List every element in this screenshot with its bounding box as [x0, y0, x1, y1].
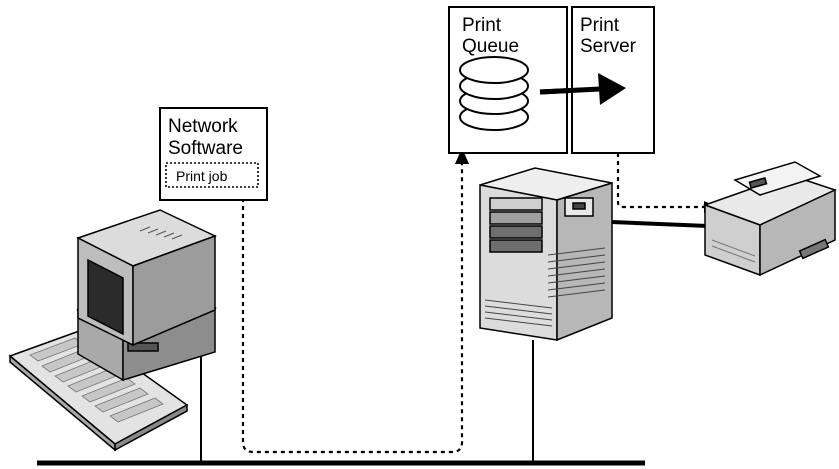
- print-server-line2: Server: [580, 36, 637, 57]
- network-software-line2: Software: [168, 138, 243, 159]
- print-queue-box: Print Queue: [448, 6, 626, 154]
- print-queue-line1: Print: [462, 15, 502, 36]
- server-printer-line: [611, 220, 709, 228]
- database-stack-icon: [459, 56, 529, 131]
- server-icon: [479, 167, 613, 342]
- printer-icon: [702, 161, 838, 277]
- server-to-printer-path: [616, 153, 708, 209]
- queue-to-server-arrow: [539, 73, 626, 105]
- print-server-line1: Print: [580, 15, 620, 36]
- network-software-line1: Network: [168, 116, 238, 137]
- print-server-box: Print Server: [571, 6, 655, 154]
- print-job-path: [241, 160, 464, 454]
- computer-icon: [8, 209, 217, 452]
- print-job-arrowhead: [455, 148, 469, 164]
- network-software-box: Network Software Print job: [159, 107, 268, 201]
- print-queue-line2: Queue: [462, 36, 519, 57]
- print-job-label: Print job: [176, 168, 228, 184]
